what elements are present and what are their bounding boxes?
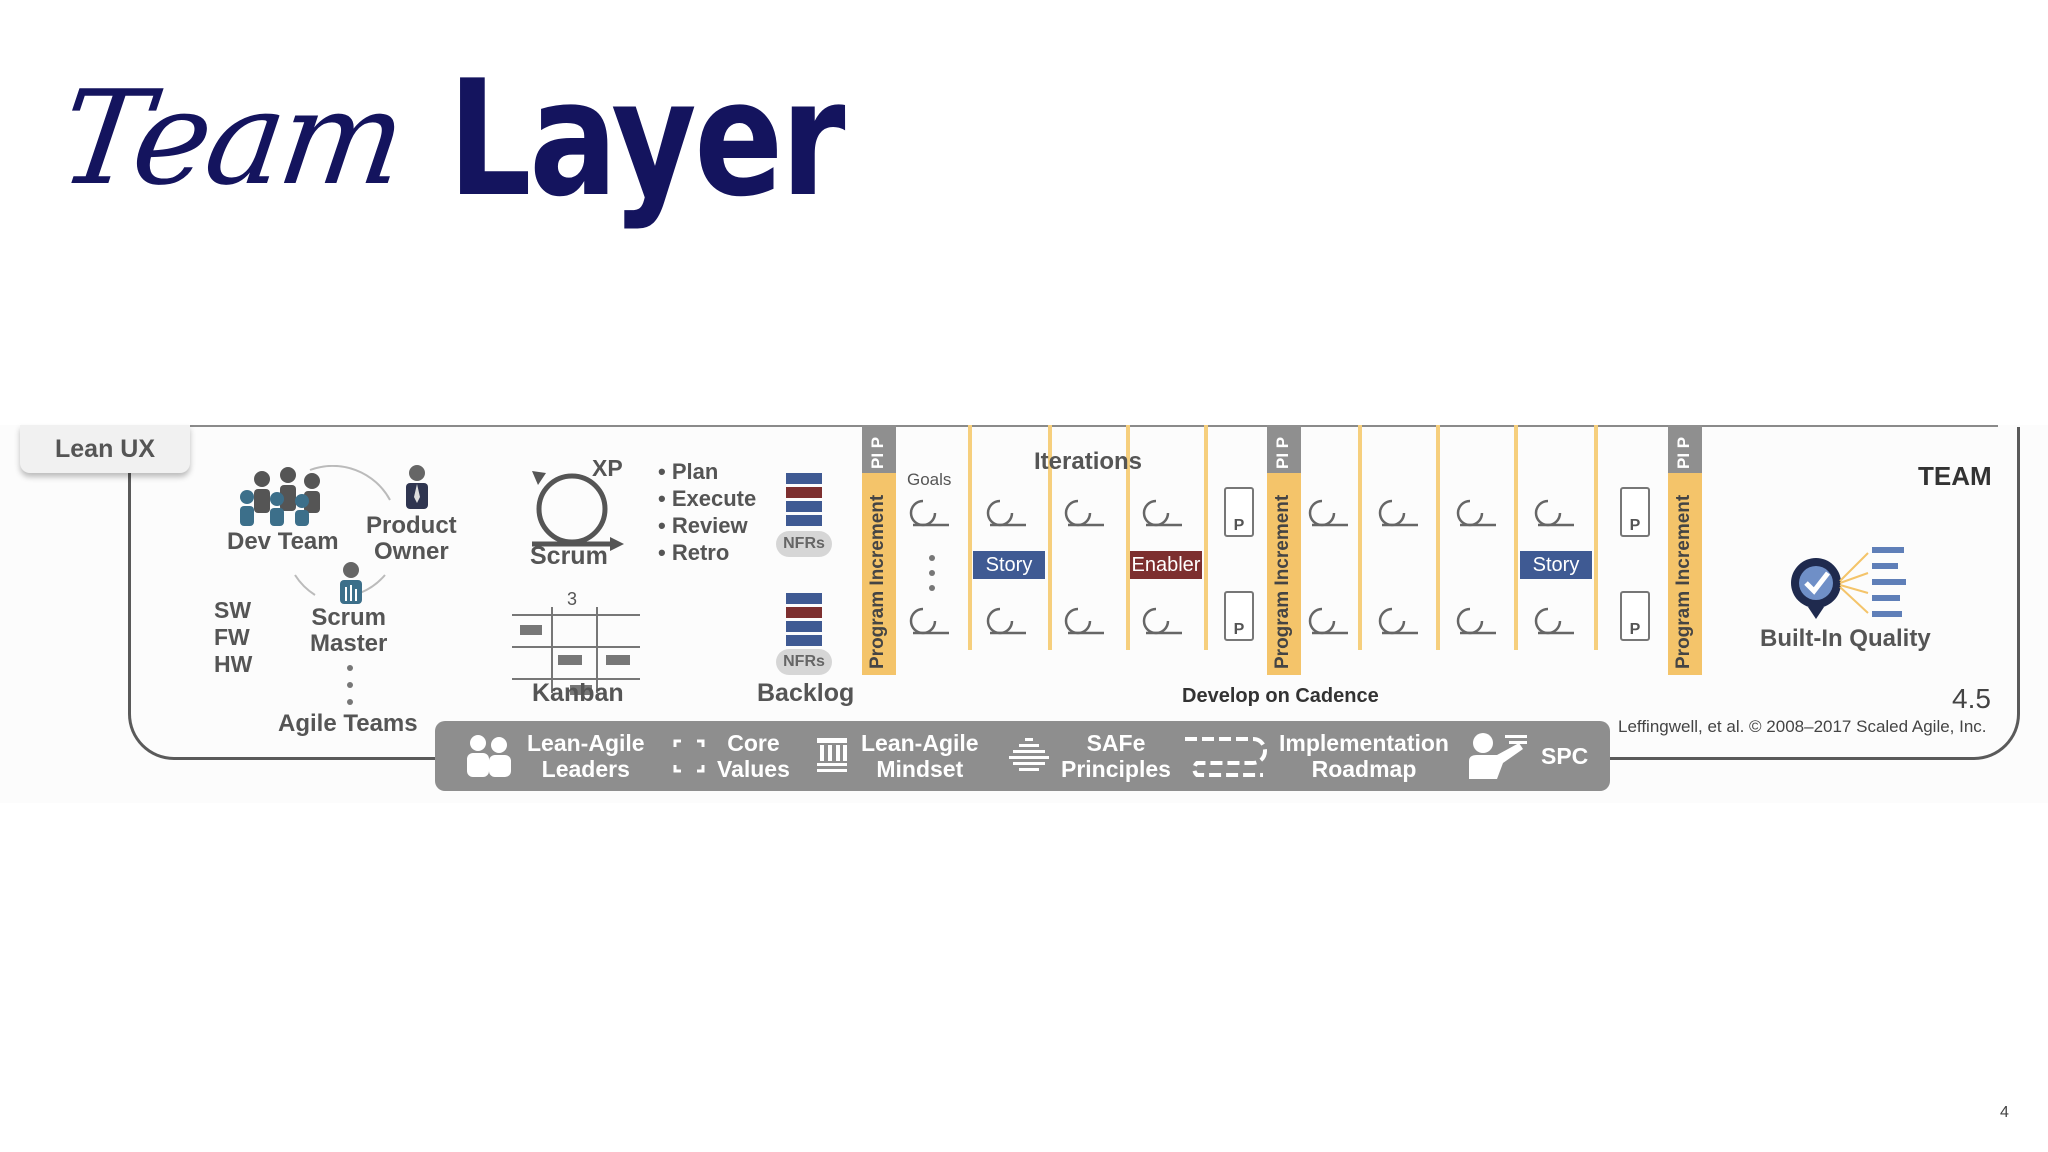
iteration-line bbox=[1204, 425, 1208, 650]
footer-item-core-values: Core Values bbox=[673, 721, 790, 791]
scrum-master-label: Scrum Master bbox=[310, 604, 388, 657]
scrum-label: Scrum bbox=[530, 542, 608, 570]
kanban-label: Kanban bbox=[532, 679, 624, 707]
built-in-quality-icon bbox=[1791, 547, 1906, 619]
goals-dots bbox=[929, 555, 935, 591]
footer-item-mindset: Lean-Agile Mindset bbox=[815, 721, 979, 791]
vertical-dots bbox=[347, 665, 353, 705]
ip-iteration-box: P bbox=[1224, 487, 1254, 537]
backlog-label: Backlog bbox=[757, 679, 855, 707]
iteration-line bbox=[1514, 425, 1518, 650]
iteration-line bbox=[1126, 425, 1130, 650]
team-level-label: TEAM bbox=[1918, 461, 1992, 491]
iteration-line bbox=[968, 425, 972, 650]
footer-item-leaders: Lean-Agile Leaders bbox=[463, 721, 645, 791]
mindset-icon bbox=[817, 738, 847, 772]
iteration-line bbox=[1358, 425, 1362, 650]
kanban-wip-label: 3 bbox=[567, 589, 578, 609]
team-backlog-stack-bottom bbox=[786, 593, 822, 649]
enabler-card: Enabler bbox=[1130, 551, 1202, 579]
goals-label: Goals bbox=[907, 470, 952, 489]
spc-icon bbox=[1469, 733, 1527, 779]
title-script-word: Team bbox=[51, 62, 412, 214]
copyright-label: Leffingwell, et al. © 2008–2017 Scaled A… bbox=[1618, 717, 1987, 736]
product-owner-label: Product Owner bbox=[366, 512, 457, 565]
core-values-icon bbox=[673, 739, 705, 773]
nfrs-pill-bottom: NFRs bbox=[776, 649, 832, 675]
footer-item-spc: SPC bbox=[1469, 721, 1588, 791]
dev-team-label: Dev Team bbox=[227, 528, 339, 555]
ip-iteration-box: P bbox=[1620, 591, 1650, 641]
version-label: 4.5 bbox=[1952, 683, 1991, 714]
xp-label: XP bbox=[592, 455, 623, 481]
team-backlog-stack-top bbox=[786, 473, 822, 529]
pi-cap-1 bbox=[862, 425, 896, 473]
kanban-board-icon bbox=[512, 607, 640, 695]
title-block-word: Layer bbox=[448, 44, 845, 232]
iteration-line bbox=[1048, 425, 1052, 650]
diagram-top-line bbox=[128, 425, 1998, 427]
lean-ux-tag: Lean UX bbox=[20, 425, 190, 473]
product-owner-icon bbox=[406, 465, 428, 509]
footer-item-roadmap: Implementation Roadmap bbox=[1183, 721, 1449, 791]
dev-team-icon bbox=[240, 467, 320, 526]
nfrs-pill-top: NFRs bbox=[776, 531, 832, 557]
scrum-master-icon bbox=[340, 562, 362, 604]
scrum-cycle-icon bbox=[532, 471, 624, 551]
agile-teams-label: Agile Teams bbox=[278, 710, 418, 737]
pi-cap-3 bbox=[1668, 425, 1702, 473]
principles-icon bbox=[1009, 738, 1049, 771]
team-events-list: • Plan • Execute • Review • Retro bbox=[658, 459, 757, 565]
story-card-1: Story bbox=[973, 551, 1045, 579]
story-card-2: Story bbox=[1520, 551, 1592, 579]
develop-on-cadence-label: Develop on Cadence bbox=[1182, 685, 1379, 707]
slide-title: Team Layer bbox=[51, 45, 930, 232]
disciplines-label: SW FW HW bbox=[214, 597, 253, 677]
page-number: 4 bbox=[2000, 1104, 2009, 1121]
leaders-icon bbox=[467, 735, 511, 777]
foundation-bar: Lean-Agile Leaders Core Values Lean-Agil… bbox=[435, 721, 1610, 791]
built-in-quality-label: Built-In Quality bbox=[1760, 625, 1931, 652]
footer-item-principles: SAFe Principles bbox=[1009, 721, 1171, 791]
ip-iteration-box: P bbox=[1224, 591, 1254, 641]
pi-cap-2 bbox=[1267, 425, 1301, 473]
iteration-line bbox=[1594, 425, 1598, 650]
safe-team-layer-diagram: Lean UX Dev Team Product Owner Scrum Mas… bbox=[0, 425, 2048, 803]
iteration-line bbox=[1436, 425, 1440, 650]
iterations-label: Iterations bbox=[1034, 448, 1143, 475]
ip-iteration-box: P bbox=[1620, 487, 1650, 537]
iteration-loops bbox=[909, 499, 1574, 635]
roadmap-icon bbox=[1185, 737, 1267, 777]
